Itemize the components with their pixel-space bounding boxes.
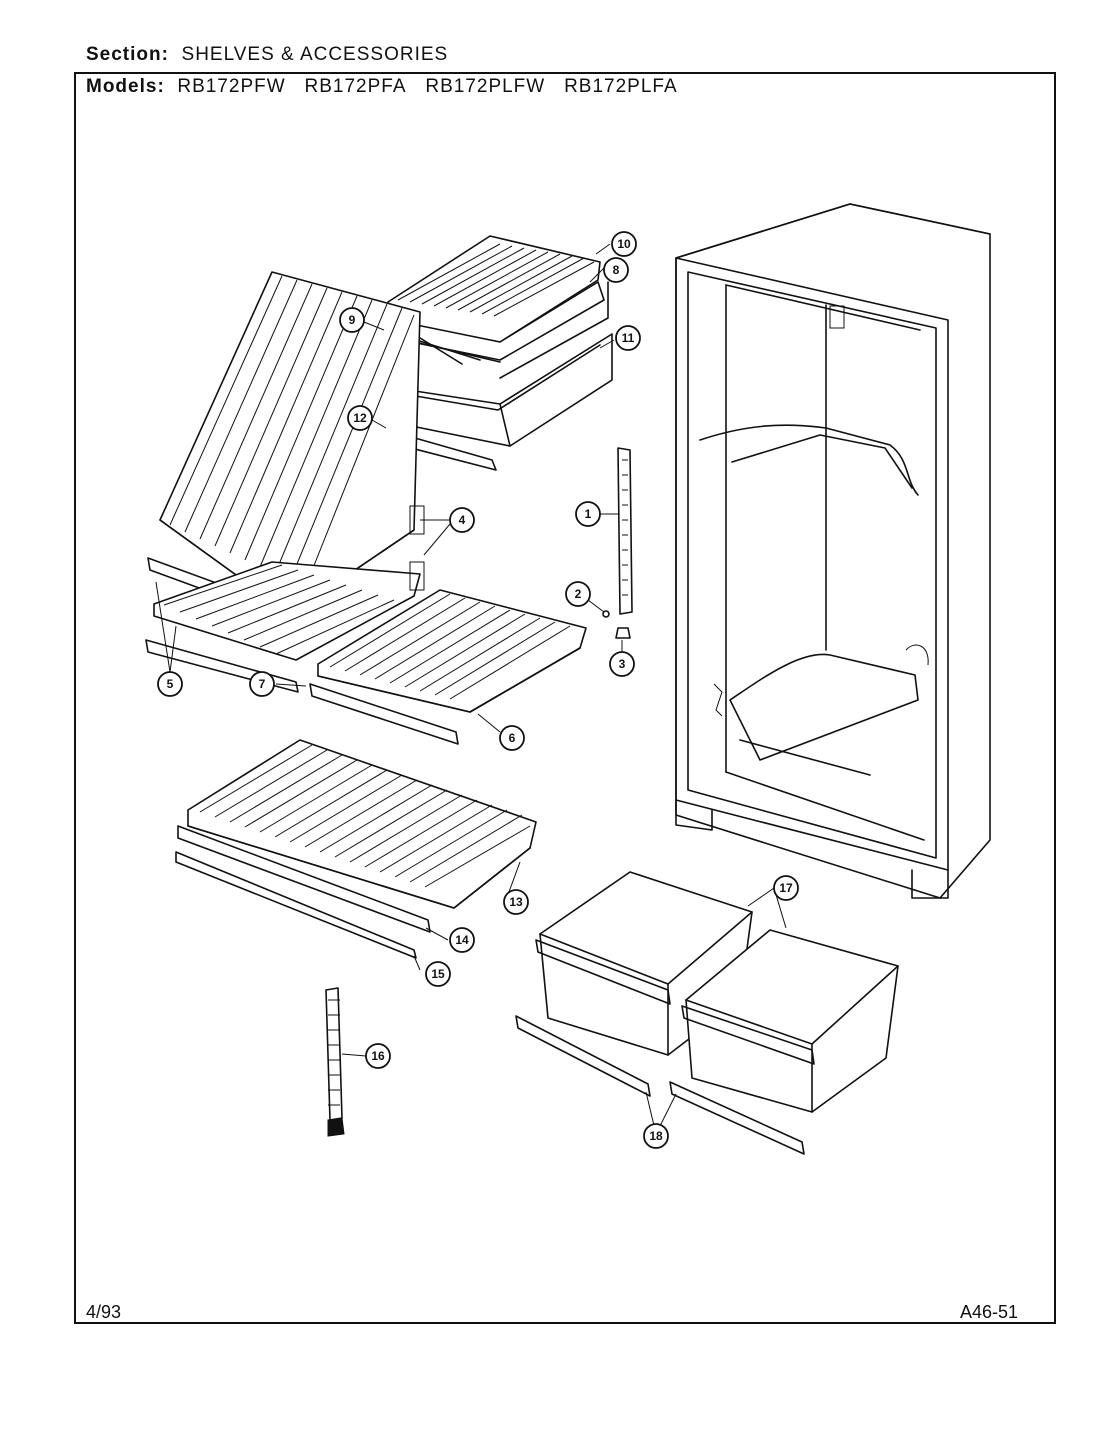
leader-lines: [155, 243, 787, 1135]
model-3: RB172PLFW: [425, 76, 546, 97]
callout-12-number: 12: [353, 411, 367, 425]
callout-18: 18: [643, 1123, 669, 1149]
callout-3: 3: [609, 651, 635, 677]
callout-13: 13: [503, 889, 529, 915]
callout-14-number: 14: [455, 933, 469, 947]
callout-16: 16: [365, 1043, 391, 1069]
door-shelf-bar: [325, 987, 345, 1137]
callout-12: 12: [347, 405, 373, 431]
callout-2-number: 2: [575, 587, 582, 601]
callout-8: 8: [603, 257, 629, 283]
callout-17: 17: [773, 875, 799, 901]
footer-code: A46-51: [960, 1302, 1019, 1322]
callout-15: 15: [425, 961, 451, 987]
section-header: Section: SHELVES & ACCESSORIES: [86, 44, 448, 66]
crisper-drawers: [515, 871, 899, 1155]
model-2: RB172PFA: [304, 76, 407, 97]
model-1: RB172PFW: [177, 76, 286, 97]
callout-6-number: 6: [509, 731, 516, 745]
callout-3-number: 3: [619, 657, 626, 671]
models-header: Models: RB172PFW RB172PFA RB172PLFW RB17…: [86, 76, 678, 98]
callout-15-number: 15: [431, 967, 445, 981]
callout-4: 4: [449, 507, 475, 533]
callout-16-number: 16: [371, 1049, 385, 1063]
shelf-ladder-track: [602, 447, 633, 639]
callout-7-number: 7: [259, 677, 266, 691]
callout-10: 10: [611, 231, 637, 257]
callout-7: 7: [249, 671, 275, 697]
callout-9: 9: [339, 307, 365, 333]
footer-date: 4/93: [86, 1302, 122, 1322]
section-value: SHELVES & ACCESSORIES: [181, 44, 449, 65]
callout-17-number: 17: [779, 881, 793, 895]
upper-wire-shelves: [145, 271, 425, 693]
callout-8-number: 8: [613, 263, 620, 277]
half-width-wire-shelf: [309, 589, 587, 745]
section-label: Section:: [86, 44, 169, 65]
callout-2: 2: [565, 581, 591, 607]
callout-14: 14: [449, 927, 475, 953]
model-4: RB172PLFA: [564, 76, 678, 97]
callout-13-number: 13: [509, 895, 523, 909]
callout-9-number: 9: [349, 313, 356, 327]
models-label: Models:: [86, 76, 165, 97]
callout-1: 1: [575, 501, 601, 527]
diagram-frame: [74, 72, 1056, 1324]
callout-11-number: 11: [622, 331, 635, 345]
refrigerator-cabinet: [675, 203, 991, 899]
callout-5: 5: [157, 671, 183, 697]
callout-4-number: 4: [459, 513, 466, 527]
callout-18-number: 18: [649, 1129, 663, 1143]
callout-10-number: 10: [617, 237, 631, 251]
callout-1-number: 1: [585, 507, 592, 521]
callout-5-number: 5: [167, 677, 174, 691]
glass-shelf: [175, 739, 537, 959]
callout-11: 11: [615, 325, 641, 351]
callout-6: 6: [499, 725, 525, 751]
